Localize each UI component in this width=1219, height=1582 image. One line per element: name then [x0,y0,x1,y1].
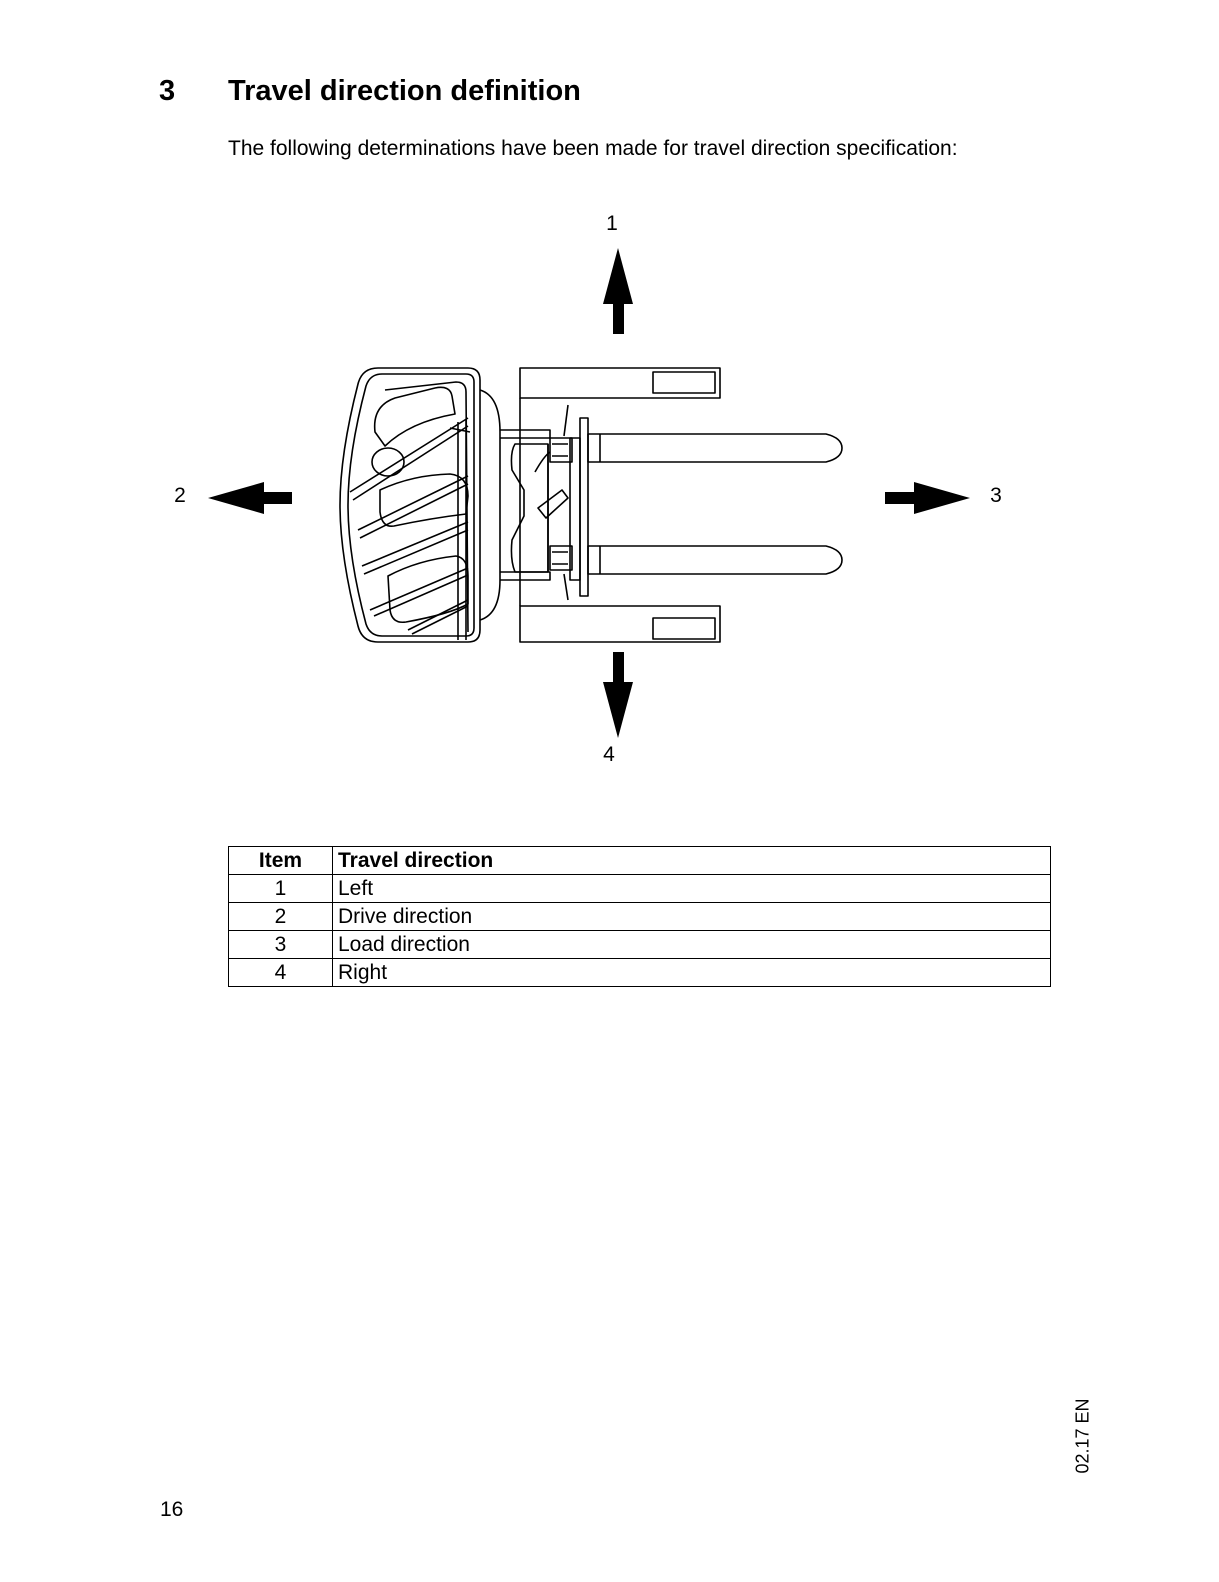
table-cell-item: 4 [229,959,333,987]
arrow-left-icon [208,482,292,514]
table-header-row: Item Travel direction [229,847,1051,875]
forklift-top-view-drawing [340,368,842,642]
table-row: 4 Right [229,959,1051,987]
table-cell-direction: Right [333,959,1051,987]
table-cell-item: 2 [229,903,333,931]
table-cell-direction: Drive direction [333,903,1051,931]
page-number: 16 [160,1498,183,1522]
table-cell-item: 1 [229,875,333,903]
intro-paragraph: The following determinations have been m… [228,136,958,162]
table-cell-direction: Left [333,875,1051,903]
label-direction-4: 4 [603,743,615,766]
arrow-up-icon [603,248,633,334]
travel-direction-figure: 1 2 3 4 [150,200,1050,780]
label-direction-2: 2 [174,484,186,507]
table-row: 2 Drive direction [229,903,1051,931]
column-header-travel-direction: Travel direction [333,847,1051,875]
column-header-item: Item [229,847,333,875]
table-cell-direction: Load direction [333,931,1051,959]
travel-direction-table: Item Travel direction 1 Left 2 Drive dir… [228,846,1051,987]
table-row: 3 Load direction [229,931,1051,959]
arrow-right-icon [885,482,970,514]
label-direction-3: 3 [990,484,1002,507]
table-cell-item: 3 [229,931,333,959]
section-title: Travel direction definition [228,74,581,108]
table-row: 1 Left [229,875,1051,903]
label-direction-1: 1 [606,212,618,235]
arrow-down-icon [603,652,633,738]
document-code: 02.17 EN [1073,1398,1094,1473]
section-number: 3 [159,74,175,108]
